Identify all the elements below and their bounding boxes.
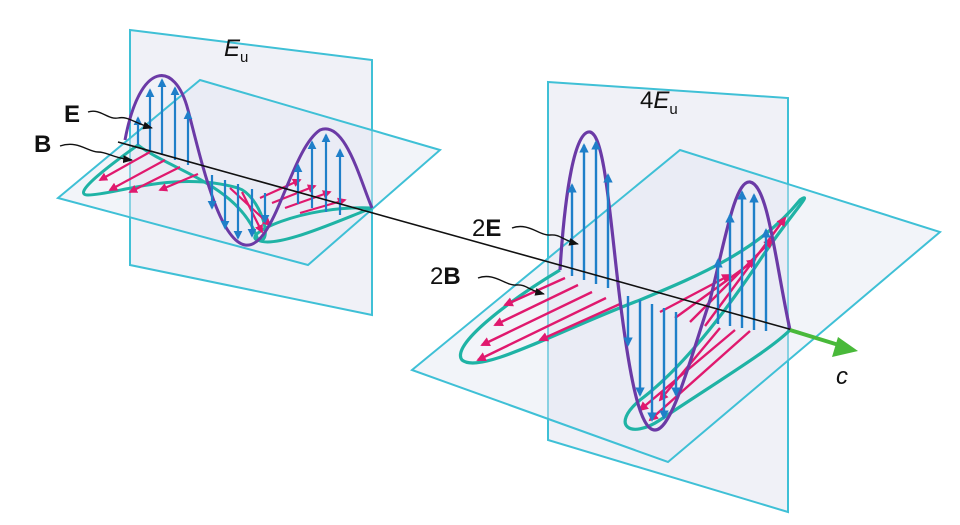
large-e-arrows [567, 140, 771, 422]
large-e-leader [511, 225, 579, 246]
large-e-wave-outline [558, 130, 792, 432]
large-b-arrow [493, 283, 579, 327]
small-b-arrow [271, 184, 317, 205]
small-b-arrow [284, 190, 332, 210]
small-e-wave-outline [123, 74, 374, 247]
large-wave-energy-label: 4Eu [640, 87, 678, 118]
large-b-arrow [476, 296, 607, 362]
small-e-leader [87, 110, 153, 130]
speed-label: c [836, 363, 848, 390]
large-e-prefix: 2 [472, 215, 485, 242]
large-b-arrow [480, 290, 593, 347]
small-wave-group [55, 28, 443, 317]
speed-arrow-head [832, 337, 858, 357]
large-wave-energy-prefix: 4 [640, 87, 653, 114]
propagation-axis [117, 141, 801, 333]
small-b-arrow [128, 166, 181, 193]
large-e-symbol: E [485, 215, 501, 242]
large-horizontal-plane [410, 148, 943, 464]
small-b-arrows [98, 151, 347, 234]
leader-lines [59, 110, 579, 296]
large-b-prefix: 2 [430, 263, 443, 290]
small-b-arrow [108, 159, 166, 191]
large-b-symbol: B [443, 263, 460, 290]
speed-arrow [789, 328, 843, 348]
small-wave-energy-subscript: u [240, 49, 248, 66]
small-b-leader [59, 143, 133, 164]
large-b-arrow [538, 302, 621, 342]
small-b-label: B [34, 131, 51, 158]
small-b-arrow [98, 151, 151, 181]
large-b-arrow [648, 330, 751, 422]
large-e-field [558, 130, 792, 432]
large-wave-group [410, 80, 943, 514]
small-b-arrow [299, 197, 347, 215]
large-e-label: 2E [472, 215, 501, 242]
small-wave-energy-label: Eu [224, 35, 248, 66]
small-b-arrow [259, 178, 302, 200]
large-wave-energy-symbol: E [653, 87, 670, 114]
small-wave-energy-symbol: E [224, 35, 241, 62]
small-b-arrow [158, 172, 199, 192]
large-b-leader [477, 275, 545, 296]
small-e-label: E [64, 101, 80, 128]
large-wave-energy-subscript: u [669, 101, 677, 118]
large-b-label: 2B [430, 263, 461, 290]
